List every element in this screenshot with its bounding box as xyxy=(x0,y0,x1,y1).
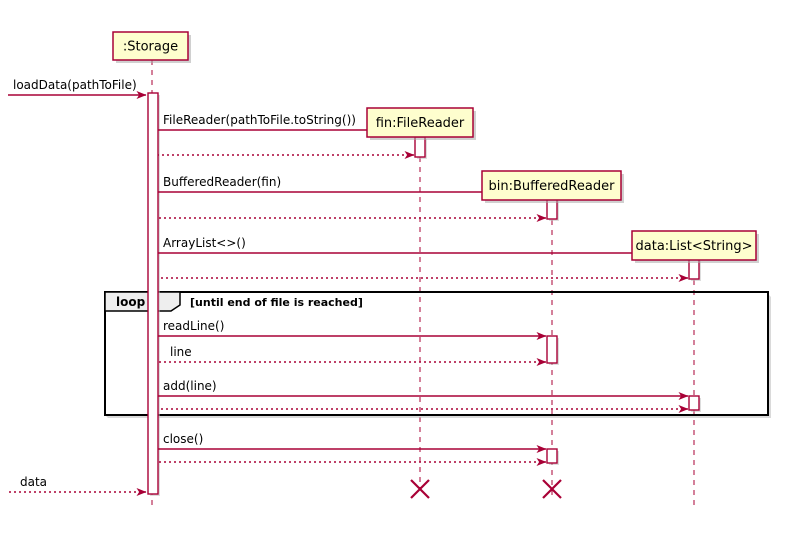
message-label-m14: data xyxy=(20,475,47,489)
activation-bar-list xyxy=(688,395,700,411)
message-label-m12: close() xyxy=(163,432,203,446)
activations-group xyxy=(147,92,701,496)
loop-operator-label: loop xyxy=(116,295,146,309)
message-label-m6: ArrayList<>() xyxy=(163,236,246,250)
participant-label-list: data:List<String> xyxy=(636,239,753,254)
destroy-marker-filereader xyxy=(410,479,430,499)
participant-label-filereader: fin:FileReader xyxy=(376,116,465,131)
activation-bar-bufferedreader xyxy=(546,448,558,464)
loop-operator-tab xyxy=(104,291,181,312)
fragment-group: loop [until end of file is reached] xyxy=(104,291,771,418)
participant-box-filereader[interactable] xyxy=(366,107,474,138)
activation-bar-bufferedreader xyxy=(546,335,558,364)
message-label-m9: line xyxy=(170,345,192,359)
message-label-m4: BufferedReader(fin) xyxy=(163,175,281,189)
activation-bar-storage xyxy=(147,92,159,495)
destroy-marker-bufferedreader xyxy=(542,479,562,499)
participant-label-storage: :Storage xyxy=(123,40,178,55)
loop-fragment-shadow xyxy=(106,295,771,418)
message-label-m2: FileReader(pathToFile.toString()) xyxy=(163,113,356,127)
loop-fragment-box xyxy=(104,291,769,416)
destroy-markers-group xyxy=(410,479,562,499)
messages-group: loadData(pathToFile) FileReader(pathToFil… xyxy=(8,78,689,496)
message-label-m8: readLine() xyxy=(163,319,224,333)
participant-box-list[interactable] xyxy=(631,230,757,261)
participant-box-bufferedreader[interactable] xyxy=(481,170,622,201)
participant-label-bufferedreader: bin:BufferedReader xyxy=(489,179,616,194)
message-label-m10: add(line) xyxy=(163,379,217,393)
message-label-m1: loadData(pathToFile) xyxy=(13,78,137,92)
participant-boxes-group: :Storage fin:FileReader bin:BufferedReader… xyxy=(112,31,759,263)
participant-box-storage[interactable] xyxy=(112,31,189,61)
loop-guard-label: [until end of file is reached] xyxy=(190,296,363,309)
